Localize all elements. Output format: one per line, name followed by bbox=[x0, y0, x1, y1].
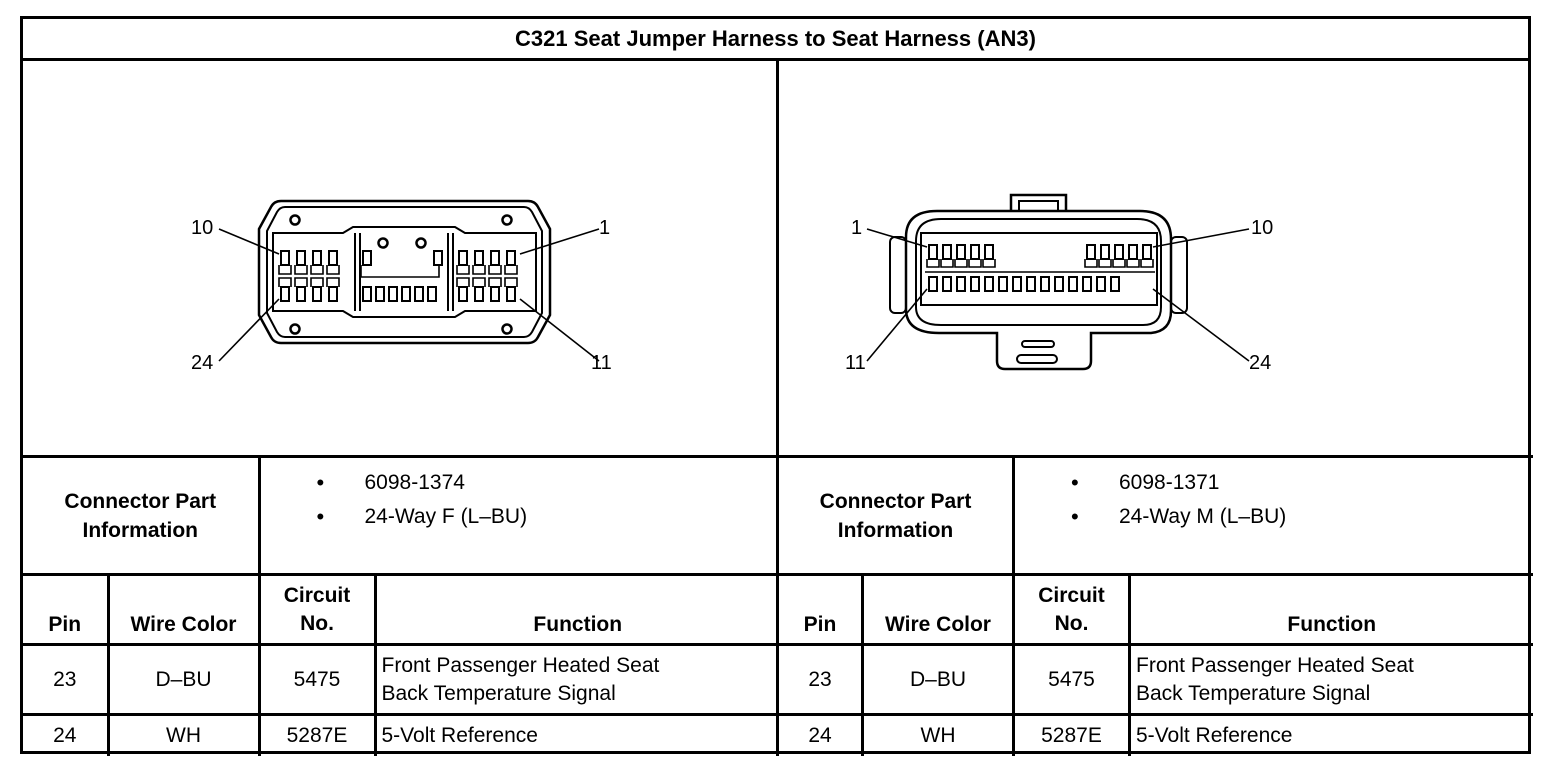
part-number-item: 6098-1371 bbox=[1015, 466, 1533, 500]
function-line2: Back Temperature Signal bbox=[1136, 681, 1371, 705]
table-row: 24 WH 5287E 5-Volt Reference bbox=[23, 713, 779, 756]
function-line2: Back Temperature Signal bbox=[381, 681, 616, 705]
function-line1: Front Passenger Heated Seat bbox=[1136, 653, 1414, 677]
function-line1: Front Passenger Heated Seat bbox=[381, 653, 660, 677]
table-row: 23 D–BU 5475 Front Passenger Heated Seat… bbox=[776, 643, 1533, 716]
part-info-line2: Information bbox=[837, 518, 954, 542]
pin-label-top-right-male: 10 bbox=[1251, 217, 1273, 239]
part-number-item: 6098-1374 bbox=[261, 466, 780, 500]
circuit-cell: 5287E bbox=[257, 713, 377, 756]
col-header-pin: Pin bbox=[23, 573, 110, 646]
leader-pin-24 bbox=[218, 298, 280, 362]
pin-label-bottom-right: 11 bbox=[591, 352, 612, 374]
function-cell: Front Passenger Heated Seat Back Tempera… bbox=[1127, 643, 1533, 716]
part-info-label: Connector Part Information bbox=[23, 455, 261, 576]
pin-cell: 24 bbox=[776, 713, 864, 756]
pin-label-top-left: 10 bbox=[191, 217, 213, 239]
table-row: 24 WH 5287E 5-Volt Reference bbox=[776, 713, 1533, 756]
circuit-header-line1: Circuit bbox=[1038, 583, 1105, 607]
col-header-wire-color: Wire Color bbox=[861, 573, 1015, 646]
col-header-function: Function bbox=[1127, 573, 1533, 646]
pin-label-top-right: 1 bbox=[599, 217, 610, 239]
part-info-line2: Information bbox=[82, 518, 199, 542]
col-header-circuit: Circuit No. bbox=[257, 573, 377, 646]
wire-color-cell: WH bbox=[861, 713, 1015, 756]
leader-pin-10 bbox=[218, 228, 280, 255]
leader-pin-24-male bbox=[1152, 288, 1250, 362]
pin-cell: 23 bbox=[776, 643, 864, 716]
male-housing-inner bbox=[915, 218, 1162, 326]
wire-color-cell: D–BU bbox=[861, 643, 1015, 716]
function-cell: 5-Volt Reference bbox=[373, 713, 779, 756]
pinout-table-female: Connector Part Information 6098-1374 24-… bbox=[23, 455, 779, 756]
circuit-cell: 5475 bbox=[1012, 643, 1131, 716]
col-header-circuit: Circuit No. bbox=[1012, 573, 1131, 646]
pin-label-bottom-right-male: 24 bbox=[1249, 352, 1271, 374]
col-header-wire-color: Wire Color bbox=[106, 573, 261, 646]
part-info-line1: Connector Part bbox=[64, 489, 217, 513]
connector-drawing-female: 10 1 24 11 bbox=[191, 199, 612, 374]
female-housing-outer bbox=[257, 199, 552, 345]
connector-drawing-male: 1 10 11 24 bbox=[845, 193, 1273, 374]
circuit-cell: 5475 bbox=[257, 643, 377, 716]
connector-end-view-sheet: C321 Seat Jumper Harness to Seat Harness… bbox=[20, 16, 1533, 756]
circuit-header-line2: No. bbox=[300, 611, 334, 635]
wire-color-cell: WH bbox=[106, 713, 261, 756]
part-info-label: Connector Part Information bbox=[776, 455, 1015, 576]
female-center-frame bbox=[272, 226, 537, 318]
male-latch bbox=[1009, 193, 1068, 211]
part-numbers: 6098-1374 24-Way F (L–BU) bbox=[257, 455, 780, 576]
function-cell: 5-Volt Reference bbox=[1127, 713, 1533, 756]
circuit-cell: 5287E bbox=[1012, 713, 1131, 756]
male-left-ear bbox=[889, 236, 907, 314]
col-header-function: Function bbox=[373, 573, 779, 646]
pinout-table-male: Connector Part Information 6098-1371 24-… bbox=[776, 455, 1533, 756]
pin-label-top-left-male: 1 bbox=[851, 217, 862, 239]
wire-color-cell: D–BU bbox=[106, 643, 261, 716]
circuit-header-line2: No. bbox=[1054, 611, 1089, 635]
female-housing-inner bbox=[266, 206, 543, 338]
connector-diagram-male: 1 10 11 24 bbox=[779, 61, 1531, 455]
pin-cell: 24 bbox=[23, 713, 110, 756]
male-right-ear bbox=[1170, 236, 1188, 314]
pin-label-bottom-left: 24 bbox=[191, 352, 213, 374]
leader-pin-1 bbox=[519, 228, 600, 255]
function-cell: Front Passenger Heated Seat Back Tempera… bbox=[373, 643, 779, 716]
leader-pin-1-male bbox=[866, 228, 928, 248]
part-number-item: 24-Way M (L–BU) bbox=[1015, 500, 1533, 534]
page-title: C321 Seat Jumper Harness to Seat Harness… bbox=[23, 19, 1528, 61]
part-number-item: 24-Way F (L–BU) bbox=[261, 500, 780, 534]
part-numbers: 6098-1371 24-Way M (L–BU) bbox=[1011, 455, 1533, 576]
circuit-header-line1: Circuit bbox=[283, 583, 351, 607]
part-info-line1: Connector Part bbox=[819, 489, 972, 513]
connector-diagram-female: 10 1 24 11 bbox=[23, 61, 776, 455]
leader-pin-11-male bbox=[866, 288, 928, 362]
pin-label-bottom-left-male: 11 bbox=[845, 352, 866, 374]
pin-cell: 23 bbox=[23, 643, 110, 716]
leader-pin-11 bbox=[519, 298, 600, 362]
col-header-pin: Pin bbox=[776, 573, 864, 646]
leader-pin-10-male bbox=[1152, 228, 1250, 248]
table-row: 23 D–BU 5475 Front Passenger Heated Seat… bbox=[23, 643, 779, 716]
center-divider bbox=[776, 61, 779, 754]
